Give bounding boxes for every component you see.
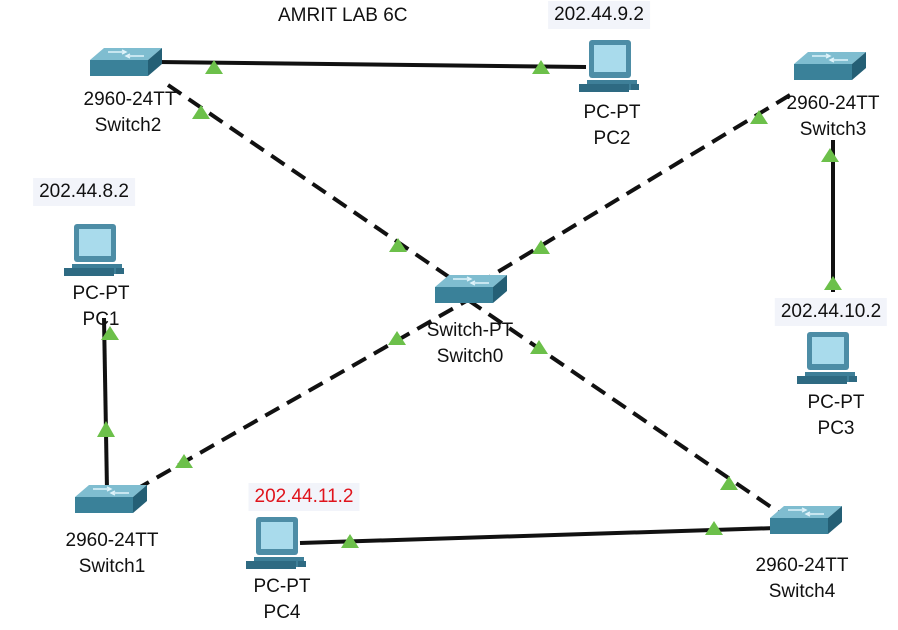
pc3-model-label: PC-PT xyxy=(807,392,865,413)
pc4-name-label: PC4 xyxy=(263,602,301,623)
link-pc4-switch4[interactable] xyxy=(299,526,777,545)
switch-icon[interactable] xyxy=(74,484,148,514)
port-up-indicator xyxy=(205,60,223,74)
port-up-indicator xyxy=(388,331,406,345)
switch0-name-label: Switch0 xyxy=(436,346,504,367)
port-up-indicator xyxy=(720,476,738,490)
switch-icon[interactable] xyxy=(89,47,163,77)
switch-icon[interactable] xyxy=(434,274,508,304)
switch2-name-label: Switch2 xyxy=(94,115,162,136)
switch-icon[interactable] xyxy=(769,505,843,535)
switch3-model-label: 2960-24TT xyxy=(786,93,880,114)
pc2-model-label: PC-PT xyxy=(583,102,641,123)
link-switch2-pc2[interactable] xyxy=(157,60,587,69)
port-up-indicator xyxy=(821,148,839,162)
port-up-indicator xyxy=(532,60,550,74)
switch0-model-label: Switch-PT xyxy=(426,320,514,341)
pc3-ip-label: 202.44.10.2 xyxy=(774,298,888,326)
port-up-indicator xyxy=(530,340,548,354)
switch3-name-label: Switch3 xyxy=(799,119,867,140)
link-pc1-switch1[interactable] xyxy=(102,317,109,491)
link-switch2-switch0[interactable] xyxy=(166,83,470,292)
port-up-indicator xyxy=(532,240,550,254)
link-switch0-switch4[interactable] xyxy=(466,298,792,522)
pc-icon[interactable] xyxy=(246,517,306,569)
pc-icon[interactable] xyxy=(579,40,639,92)
port-up-indicator xyxy=(705,521,723,535)
port-up-indicator xyxy=(750,110,768,124)
pc-icon[interactable] xyxy=(797,332,857,384)
switch-icon[interactable] xyxy=(793,51,867,81)
switch2-model-label: 2960-24TT xyxy=(83,89,177,110)
pc4-model-label: PC-PT xyxy=(253,576,311,597)
pc3-name-label: PC3 xyxy=(817,418,855,439)
port-up-indicator xyxy=(175,454,193,468)
port-up-indicator xyxy=(101,326,119,340)
port-up-indicator xyxy=(192,105,210,119)
switch1-name-label: Switch1 xyxy=(78,556,146,577)
switch1-model-label: 2960-24TT xyxy=(65,530,159,551)
port-up-indicator xyxy=(341,534,359,548)
port-up-indicator xyxy=(97,421,115,437)
diagram-title: AMRIT LAB 6C xyxy=(278,5,408,26)
pc2-name-label: PC2 xyxy=(593,128,631,149)
port-up-indicator xyxy=(389,238,407,252)
pc-icon[interactable] xyxy=(64,224,124,276)
link-switch3-switch0[interactable] xyxy=(466,93,792,292)
port-up-indicator xyxy=(824,276,842,290)
link-switch1-switch0[interactable] xyxy=(134,298,469,492)
pc4-ip-label: 202.44.11.2 xyxy=(248,483,360,511)
pc1-name-label: PC1 xyxy=(82,309,120,330)
pc1-ip-label: 202.44.8.2 xyxy=(33,178,135,206)
switch4-model-label: 2960-24TT xyxy=(755,555,849,576)
pc1-model-label: PC-PT xyxy=(72,283,130,304)
switch4-name-label: Switch4 xyxy=(768,581,836,602)
pc2-ip-label: 202.44.9.2 xyxy=(548,1,650,29)
